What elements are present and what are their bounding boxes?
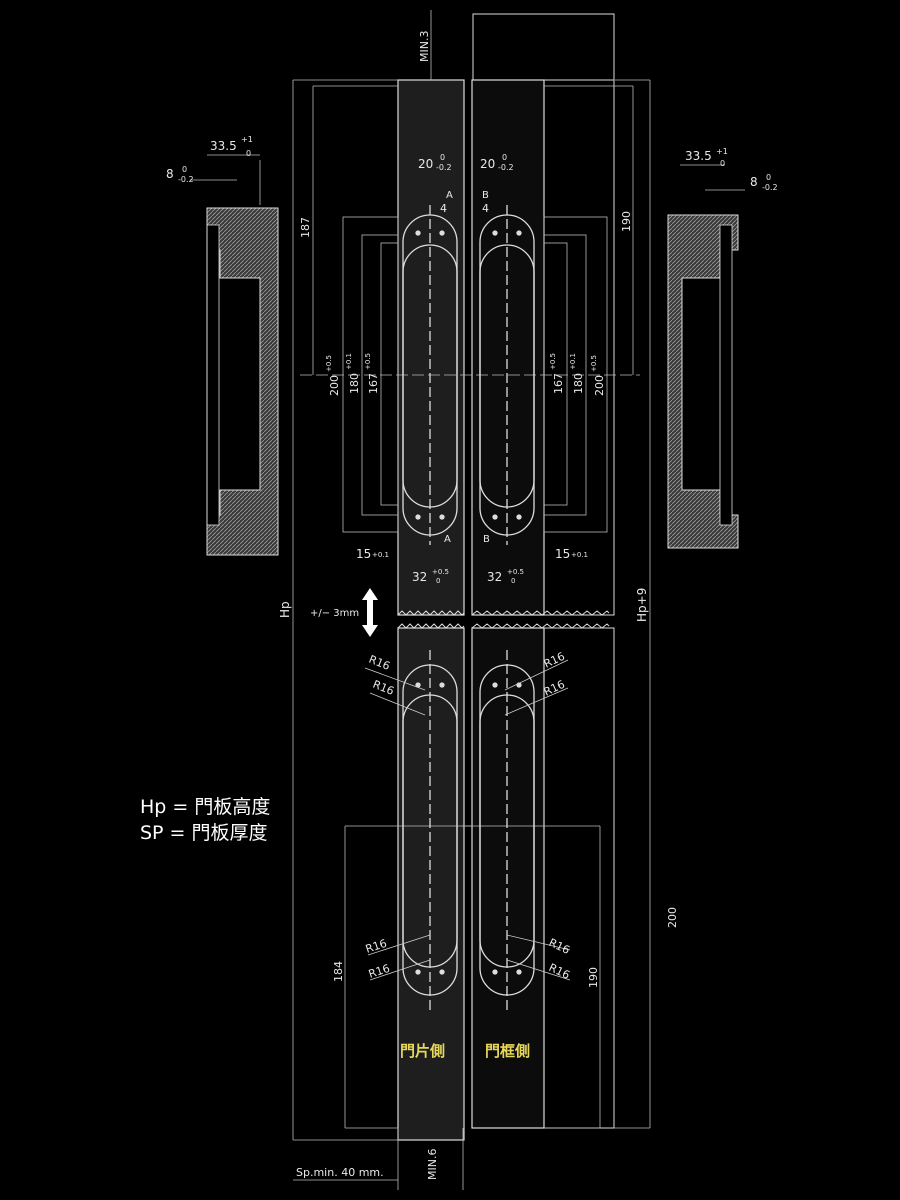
adjust-arrow-icon (362, 588, 378, 637)
dim-200-left: 200 (328, 375, 341, 396)
label-hp: Hp (278, 601, 292, 618)
label-sp-min: Sp.min. 40 mm. (296, 1166, 384, 1179)
tol-8-right-lower: -0.2 (762, 183, 778, 192)
dim-180-left: 180 (348, 373, 361, 394)
left-profile (190, 154, 279, 556)
dim-190-bottom: 190 (587, 967, 600, 988)
lower-door-slot (402, 650, 458, 1010)
tol-167-right: +0.5 (549, 353, 557, 370)
tol-32-left-upper: +0.5 (432, 568, 449, 576)
dim-200-far-right: 200 (666, 907, 679, 928)
tol-167-left: +0.5 (364, 353, 372, 370)
right-profile (667, 164, 745, 549)
tol-8-left-upper: 0 (182, 165, 187, 174)
label-a-top: A (446, 190, 453, 201)
upper-door-slot (402, 205, 458, 545)
dim-187: 187 (299, 217, 312, 238)
tol-15-right: +0.1 (571, 551, 588, 559)
dim-20-left: 20 (418, 157, 433, 171)
frame-strip (471, 13, 615, 1129)
r16-frame-top-1: R16 (542, 650, 567, 671)
dim-33-5-right: 33.5 (685, 149, 712, 163)
r16-door-bottom-1: R16 (364, 937, 389, 956)
dim-32-right: 32 (487, 570, 502, 584)
door-side-label: 門片側 (400, 1042, 445, 1060)
tol-180-left: +0.1 (345, 353, 353, 370)
tol-200-left: +0.5 (325, 355, 333, 372)
dim-15-left: 15 (356, 547, 371, 561)
dim-200-right: 200 (593, 375, 606, 396)
label-min6: MIN.6 (426, 1149, 439, 1180)
dim-33-5-left: 33.5 (210, 139, 237, 153)
tol-8-right-upper: 0 (766, 173, 771, 182)
dim-20-right: 20 (480, 157, 495, 171)
tol-20-left-upper: 0 (440, 153, 445, 162)
dim-190-top: 190 (620, 211, 633, 232)
r16-door-bottom-2: R16 (367, 962, 392, 981)
dim-8-left: 8 (166, 167, 174, 181)
label-b-top: B (482, 190, 489, 201)
dim-8-right: 8 (750, 175, 758, 189)
tol-32-right-lower: 0 (511, 577, 515, 585)
radius-leaders (364, 659, 571, 981)
outer-dimension-lines (292, 10, 651, 1190)
dim-167-right: 167 (552, 373, 565, 394)
dim-15-right: 15 (555, 547, 570, 561)
tol-20-left-lower: -0.2 (436, 163, 452, 172)
label-adjust: +/− 3mm (310, 608, 359, 619)
dim-4-left: 4 (440, 202, 447, 215)
tol-right-upper: +1 (716, 147, 728, 156)
upper-frame-slot (479, 205, 535, 545)
tol-right-lower: 0 (720, 159, 725, 168)
tol-180-right: +0.1 (569, 353, 577, 370)
legend-sp: SP = 門板厚度 (140, 822, 268, 844)
label-hp9: Hp+9 (635, 588, 649, 622)
label-a-bottom: A (444, 534, 451, 545)
r16-frame-bottom-2: R16 (547, 961, 572, 982)
dim-167-left: 167 (367, 373, 380, 394)
tol-32-left-lower: 0 (436, 577, 440, 585)
label-min3: MIN.3 (418, 31, 431, 62)
legend-hp: Hp = 門板高度 (140, 796, 271, 818)
tol-8-left-lower: -0.2 (178, 175, 194, 184)
tol-left-upper: +1 (241, 135, 253, 144)
tol-20-right-lower: -0.2 (498, 163, 514, 172)
legend: Hp = 門板高度 SP = 門板厚度 (140, 794, 270, 846)
r16-frame-top-2: R16 (542, 678, 567, 699)
tol-200-right: +0.5 (590, 355, 598, 372)
tol-20-right-upper: 0 (502, 153, 507, 162)
dim-180-right: 180 (572, 373, 585, 394)
tol-15-left: +0.1 (372, 551, 389, 559)
r16-frame-bottom-1: R16 (547, 936, 572, 957)
dim-32-left: 32 (412, 570, 427, 584)
dim-4-right: 4 (482, 202, 489, 215)
dim-184: 184 (332, 961, 345, 982)
label-b-bottom: B (483, 534, 490, 545)
frame-side-label: 門框側 (485, 1042, 530, 1060)
lower-frame-slot (479, 650, 535, 1010)
tol-32-right-upper: +0.5 (507, 568, 524, 576)
tol-left-lower: 0 (246, 149, 251, 158)
